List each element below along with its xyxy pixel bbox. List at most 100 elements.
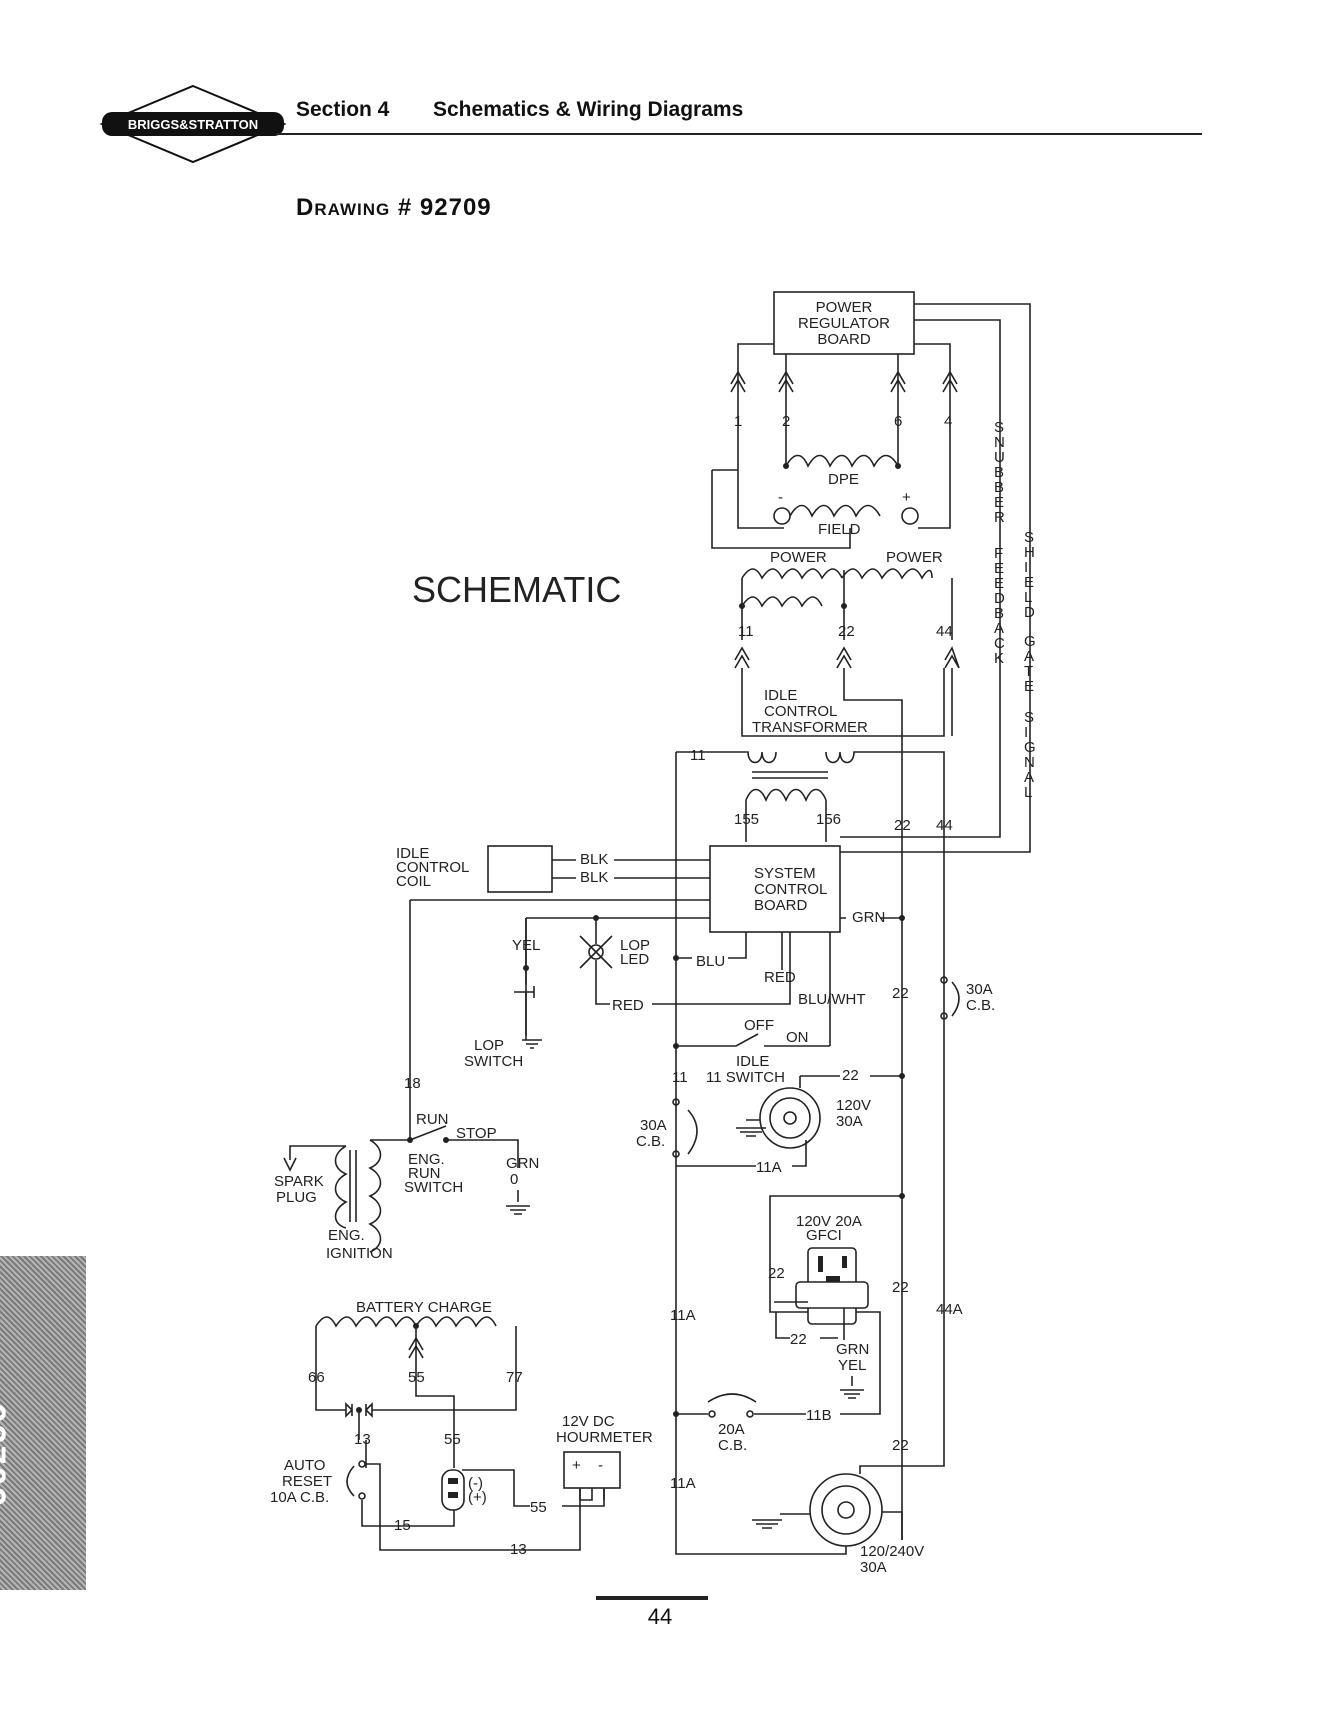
svg-text:E: E	[994, 494, 1004, 511]
gfci-label-2: GFCI	[806, 1227, 842, 1244]
wire-44-label: 44	[936, 817, 953, 834]
svg-text:E: E	[1024, 678, 1034, 695]
idle-switch-label-2: 11 SWITCH	[706, 1069, 785, 1086]
wire-11b-label: 11	[672, 1069, 688, 1086]
wire-11a-b-label: 11A	[670, 1307, 696, 1324]
auto-reset-label-2: RESET	[282, 1473, 332, 1490]
wire-66-label: 66	[308, 1369, 325, 1386]
grn-yel-label-1: GRN	[836, 1341, 869, 1358]
svg-text:S: S	[1024, 529, 1034, 546]
svg-text:C: C	[994, 635, 1005, 652]
terminal-arrows-mid	[734, 646, 960, 669]
eng-run-switch-label-3: SWITCH	[404, 1179, 463, 1196]
hourmeter-plus: +	[572, 1457, 581, 1474]
lop-led-icon	[579, 935, 613, 969]
header-rule	[276, 133, 1202, 135]
grn-yel-label-2: YEL	[838, 1357, 866, 1374]
red-2-label: RED	[764, 969, 796, 986]
hourmeter-label-1: 12V DC	[562, 1413, 615, 1430]
on-label: ON	[786, 1029, 809, 1046]
wire-13-label: 13	[354, 1431, 371, 1448]
terminal-2: 2	[782, 413, 790, 430]
terminal-22: 22	[838, 623, 855, 640]
blu-wht-label: BLU/WHT	[798, 991, 866, 1008]
eng-ignition-label-2: IGNITION	[326, 1245, 393, 1262]
spark-plug-label-2: PLUG	[276, 1189, 317, 1206]
eng-run-switch-label-2: RUN	[408, 1165, 441, 1182]
power-right-label: POWER	[886, 549, 943, 566]
wire-22g-label: 22	[892, 1437, 909, 1454]
briggs-stratton-logo: BRIGGS&STRATTON	[99, 84, 287, 164]
spark-plug-label-1: SPARK	[274, 1173, 324, 1190]
wire-55c-label: 55	[530, 1499, 547, 1516]
ict-label-2: CONTROL	[764, 703, 837, 720]
terminal-11: 11	[738, 623, 754, 640]
terminal-4: 4	[944, 413, 952, 430]
wire-22d-label: 22	[768, 1265, 785, 1282]
svg-text:E: E	[994, 560, 1004, 577]
svg-text:L: L	[1024, 784, 1032, 801]
svg-text:A: A	[1024, 769, 1034, 786]
wire-155-label: 155	[734, 811, 759, 828]
scb-label-1: SYSTEM	[754, 865, 816, 882]
blu-label: BLU	[696, 953, 725, 970]
page-number: 44	[647, 1604, 673, 1629]
outlet-120v-30a-icon	[759, 1087, 821, 1149]
prb-label-2: REGULATOR	[798, 315, 890, 332]
prb-label-1: POWER	[816, 299, 873, 316]
schematic-title: SCHEMATIC	[412, 569, 621, 610]
wire-15-label: 15	[394, 1517, 411, 1534]
svg-text:G: G	[1024, 633, 1036, 650]
wire-44a-label: 44A	[936, 1301, 963, 1318]
terminal-44: 44	[936, 623, 953, 640]
power-regulator-board	[773, 291, 915, 355]
wire-55-label: 55	[408, 1369, 425, 1386]
wire-18-label: 18	[404, 1075, 421, 1092]
icc-label-3: COIL	[396, 873, 431, 890]
wire-11a-c-label: 11A	[670, 1475, 696, 1492]
lop-switch-label-1: LOP	[474, 1037, 504, 1054]
drawing-title: Drawing # 92709	[296, 194, 492, 221]
terminal-arrows-top	[730, 370, 958, 393]
hourmeter-label-2: HOURMETER	[556, 1429, 653, 1446]
wire-11b-gfci-label: 11B	[806, 1407, 832, 1424]
run-label: RUN	[416, 1111, 449, 1128]
diode-icons	[345, 1402, 373, 1418]
svg-text:I: I	[1024, 559, 1028, 576]
svg-text:E: E	[1024, 574, 1034, 591]
svg-text:L: L	[1024, 589, 1032, 606]
red-1-label: RED	[612, 997, 644, 1014]
wire-77-label: 77	[506, 1369, 523, 1386]
cb30-right-label-2: C.B.	[966, 997, 995, 1014]
ict-label-3: TRANSFORMER	[752, 719, 868, 736]
svg-text:U: U	[994, 449, 1005, 466]
field-minus: -	[778, 489, 783, 506]
plug-plus-label: (+)	[468, 1489, 487, 1506]
svg-text:B: B	[994, 464, 1004, 481]
cb30-left-label-2: C.B.	[636, 1133, 665, 1150]
wire-156-label: 156	[816, 811, 841, 828]
svg-text:R: R	[994, 509, 1005, 526]
svg-text:G: G	[1024, 739, 1036, 756]
cb20-label-1: 20A	[718, 1421, 745, 1438]
eng-ignition-label-1: ENG.	[328, 1227, 365, 1244]
svg-text:E: E	[994, 575, 1004, 592]
wire-22c-label: 22	[842, 1067, 859, 1084]
svg-text:D: D	[1024, 604, 1035, 621]
hourmeter-icon	[563, 1451, 621, 1501]
lop-led-label-2: LED	[620, 951, 649, 968]
dpe-label: DPE	[828, 471, 859, 488]
wire-11-label: 11	[690, 747, 706, 764]
svg-text:S: S	[994, 419, 1004, 436]
eng-run-switch-label-1: ENG.	[408, 1151, 445, 1168]
wire-22b-label: 22	[892, 985, 909, 1002]
hourmeter-minus: -	[598, 1457, 603, 1474]
outlet-120-240-label-2: 30A	[860, 1559, 887, 1576]
section-title: Schematics & Wiring Diagrams	[433, 98, 744, 121]
field-plus: +	[902, 489, 911, 506]
idle-control-coil	[487, 845, 553, 893]
svg-text:I: I	[1024, 724, 1028, 741]
gfci-outlet-icon	[795, 1247, 869, 1325]
idle-switch-label-1: IDLE	[736, 1053, 769, 1070]
